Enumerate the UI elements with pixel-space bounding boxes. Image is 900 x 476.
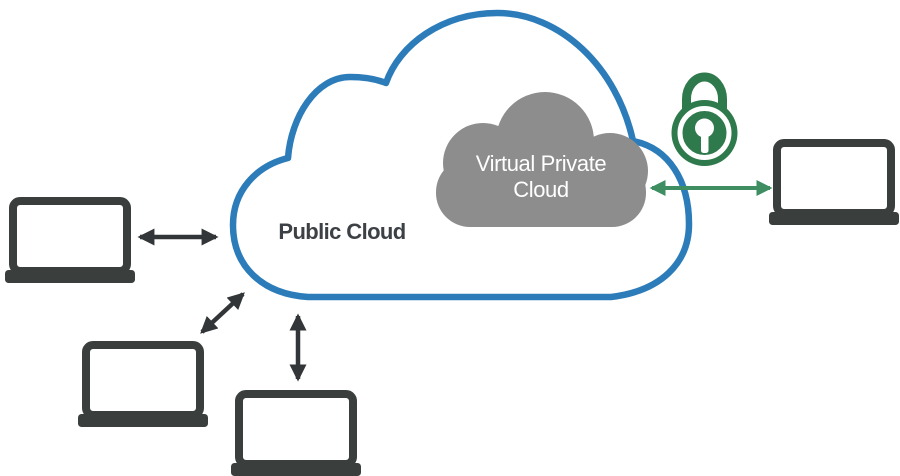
laptop-icon-bottom-center	[231, 394, 361, 476]
padlock-keyhole-stem	[701, 132, 709, 153]
arrow-bottom-left-device	[200, 292, 245, 334]
laptop-icon-left	[5, 201, 135, 283]
vpc-cloud-body	[436, 158, 646, 227]
public-cloud-outline	[229, 9, 693, 301]
padlock-icon	[671, 72, 738, 166]
padlock-ring	[677, 106, 732, 160]
laptop-icon-bottom-left	[78, 345, 208, 427]
laptop-icon-right	[769, 143, 899, 225]
vpc-cloud	[436, 92, 648, 227]
padlock-keyhole	[695, 118, 714, 138]
padlock-shackle	[682, 72, 727, 120]
